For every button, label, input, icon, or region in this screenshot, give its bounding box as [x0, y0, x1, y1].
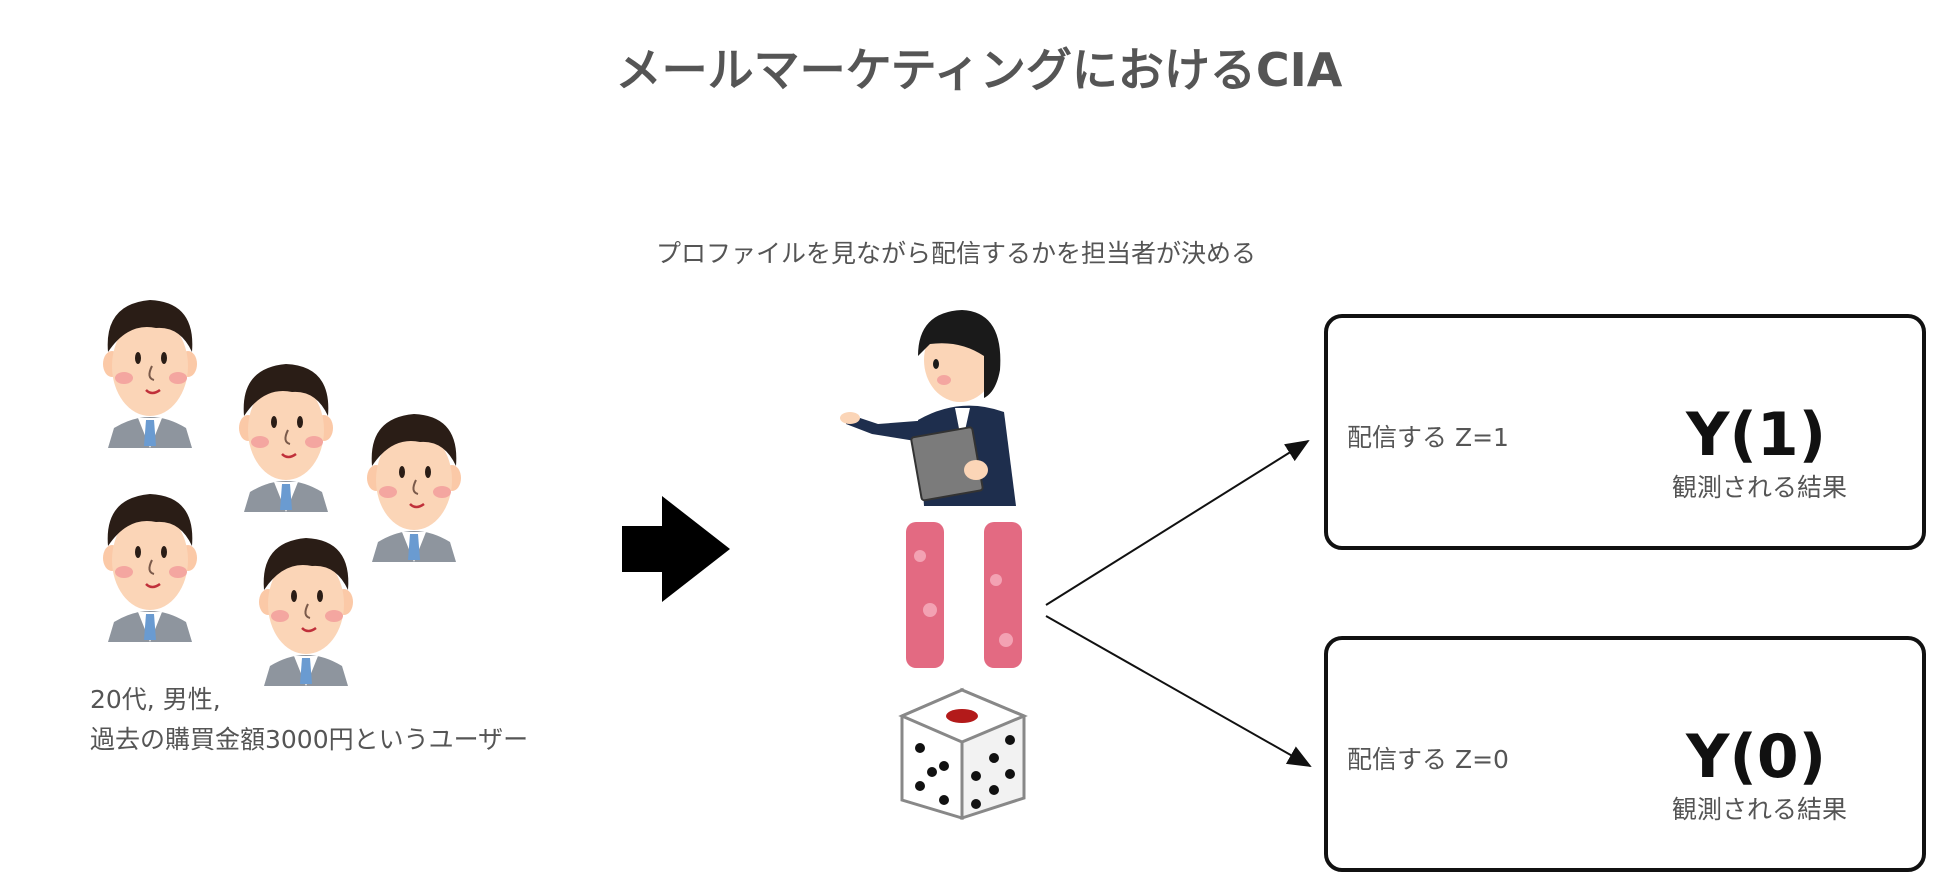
equals-icon [906, 522, 1022, 668]
outcome-box-z0: 配信する Z=0 Y(0) 観測される結果 [1324, 636, 1926, 872]
right-arrow-icon [622, 496, 730, 602]
user-icon [257, 536, 355, 688]
user-icon [101, 492, 199, 644]
user-icon [237, 362, 335, 514]
outcome-label: 配信する Z=0 [1347, 745, 1509, 774]
profile-line-2: 過去の購買金額3000円というユーザー [90, 725, 529, 754]
branch-arrow-z1 [1045, 439, 1310, 606]
observed-note: 観測される結果 [1672, 473, 1848, 502]
decision-caption: プロファイルを見ながら配信するかを担当者が決める [656, 239, 1257, 268]
staff-pointing-icon [840, 310, 1016, 506]
diagram-title: メールマーケティングにおけるCIA [615, 43, 1343, 97]
potential-outcome: Y(0) [1686, 722, 1827, 792]
branch-arrow-z0 [1045, 615, 1312, 767]
profile-line-1: 20代, 男性, [90, 685, 221, 714]
dice-icon [898, 687, 1028, 821]
outcome-label: 配信する Z=1 [1347, 423, 1509, 452]
user-profile-text: 20代, 男性, 過去の購買金額3000円というユーザー [90, 680, 528, 760]
potential-outcome: Y(1) [1686, 400, 1827, 470]
user-icon [101, 298, 199, 450]
observed-note: 観測される結果 [1672, 795, 1848, 824]
user-icon [365, 412, 463, 564]
outcome-box-z1: 配信する Z=1 Y(1) 観測される結果 [1324, 314, 1926, 550]
